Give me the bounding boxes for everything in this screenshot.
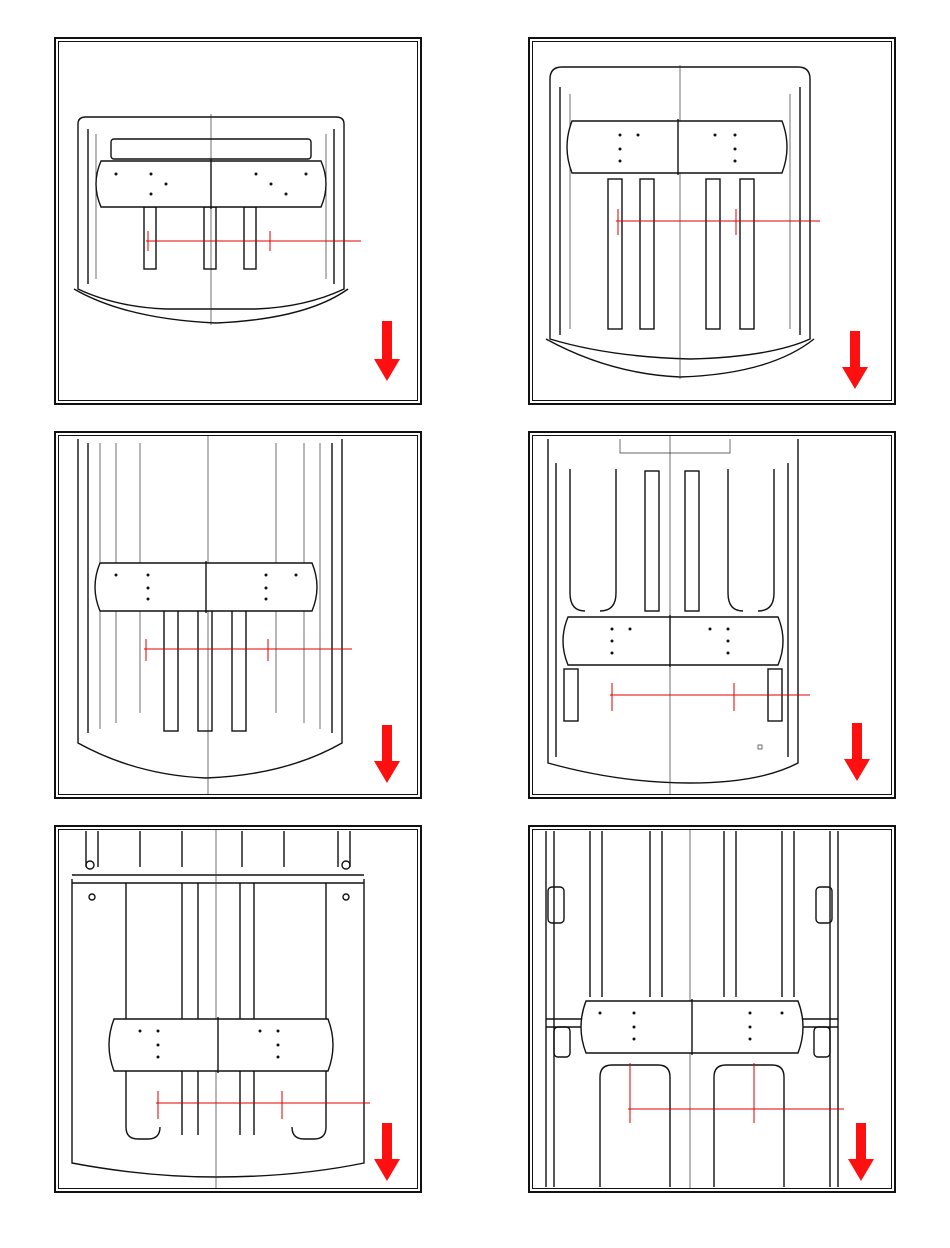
seat-outline [78, 435, 342, 795]
mounting-bracket [563, 615, 783, 667]
down-arrow-icon [848, 1123, 874, 1181]
reference-lines [628, 1063, 844, 1123]
diagram-panel-5 [54, 825, 422, 1193]
diagram-panel-6 [528, 825, 896, 1193]
seat-diagram-2 [530, 39, 894, 403]
seat-outline [72, 829, 364, 1189]
seat-diagram-6 [530, 827, 894, 1191]
mounting-bracket [581, 999, 803, 1055]
seat-diagram-4 [530, 433, 894, 797]
seat-outline [548, 435, 798, 795]
mounting-bracket [567, 119, 787, 175]
reference-lines [616, 209, 820, 235]
down-arrow-icon [374, 725, 400, 783]
mounting-bracket [109, 1017, 333, 1073]
diagram-panel-4 [528, 431, 896, 799]
mounting-bracket [96, 159, 326, 209]
down-arrow-icon [374, 1123, 400, 1181]
down-arrow-icon [844, 723, 870, 781]
reference-lines [144, 639, 352, 661]
mounting-bracket [95, 561, 317, 613]
down-arrow-icon [842, 331, 868, 389]
reference-lines [146, 231, 361, 251]
seat-diagram-1 [56, 39, 420, 403]
down-arrow-icon [374, 321, 400, 381]
reference-lines [156, 1091, 370, 1119]
diagram-panel-3 [54, 431, 422, 799]
seat-diagram-3 [56, 433, 420, 797]
seat-outline [74, 114, 348, 325]
diagram-panel-1 [54, 37, 422, 405]
reference-lines [610, 683, 810, 711]
seat-outline [546, 65, 814, 379]
diagram-panel-2 [528, 37, 896, 405]
seat-diagram-5 [56, 827, 420, 1191]
